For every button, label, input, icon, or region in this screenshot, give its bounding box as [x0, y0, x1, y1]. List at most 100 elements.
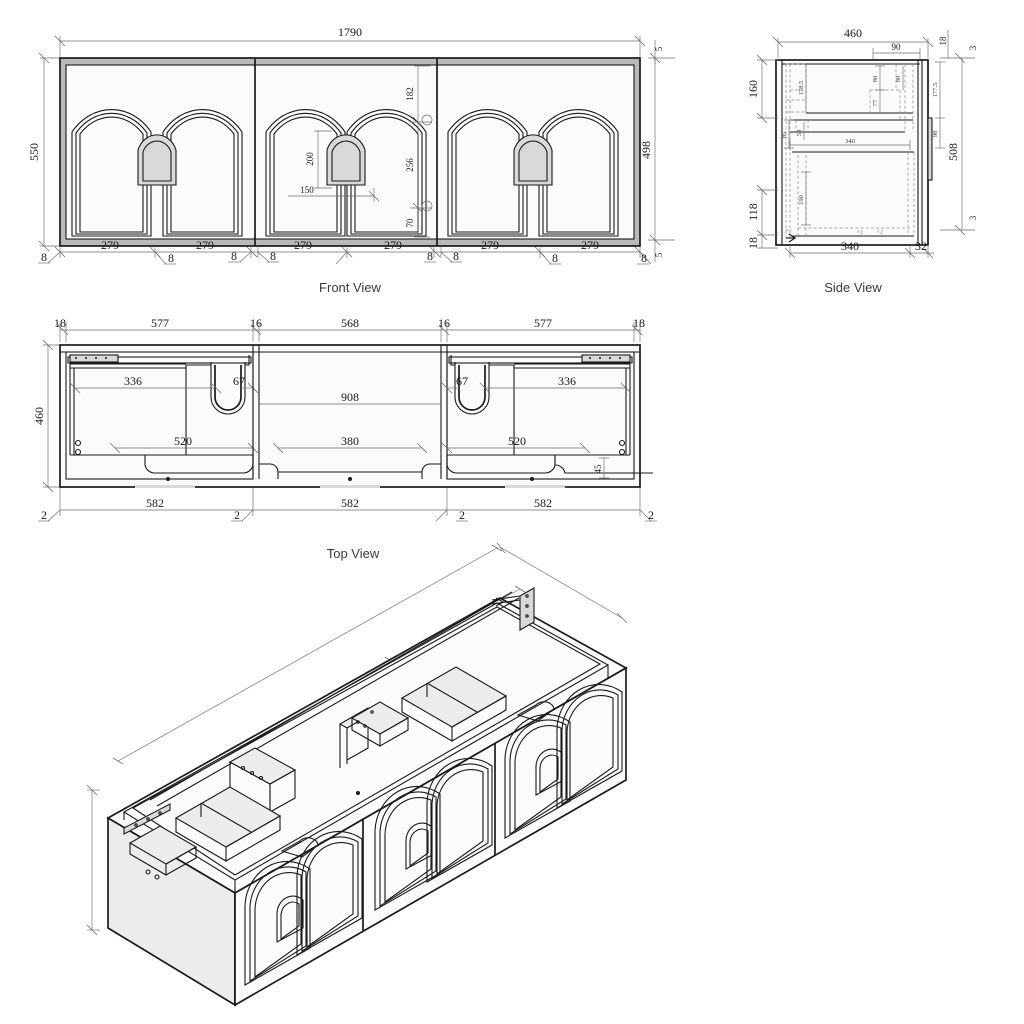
dim-front-width: 1790: [338, 25, 362, 39]
dim-top-end-panel-l: 18: [54, 316, 66, 330]
dim-side-lower-section: 118: [746, 203, 760, 221]
dim-arch-mid: 256: [405, 158, 415, 172]
top-view-label: Top View: [327, 546, 380, 561]
dim-side-85: 85: [781, 132, 788, 139]
dim-side-bottom-reveal: 3: [968, 215, 978, 220]
front-view-label: Front View: [319, 280, 382, 295]
dim-top-center-module: 568: [341, 316, 359, 330]
front-dim-overall-height: 550: [27, 52, 62, 252]
top-bracket-left: [70, 355, 118, 362]
side-interior-hidden: [785, 63, 915, 243]
front-dim-arch-chain: 182 256 70: [405, 65, 433, 238]
dim-front-inner-height: 498: [639, 141, 653, 159]
dim-top-side-module-l: 577: [151, 316, 169, 330]
iso-doors: [244, 683, 623, 986]
iso-door-4[interactable]: [426, 757, 493, 883]
dim-top-drawer-right: 520: [508, 434, 526, 448]
front-doors: [71, 109, 619, 237]
front-dim-right-chain: 5 498 5: [639, 40, 675, 262]
dim-door-w-3: 279: [294, 238, 312, 252]
dim-gap-7: 8: [552, 251, 558, 265]
dim-arch-top: 182: [405, 87, 415, 101]
dim-top-end-panel-r: 18: [633, 316, 645, 330]
side-view: 460 90: [746, 26, 978, 295]
top-dim-modules: 18 577 16 568 16 577 18: [54, 316, 645, 342]
dim-top-bottom-2: 582: [341, 496, 359, 510]
dim-top-center-clear: 908: [341, 390, 359, 404]
front-door-2[interactable]: [162, 109, 243, 237]
iso-handle-2[interactable]: [405, 822, 433, 870]
isometric-view: [86, 542, 628, 1007]
top-module-center: 908 380: [252, 345, 448, 488]
dim-top-divider-l: 16: [250, 316, 262, 330]
dim-side-80a: 80: [872, 76, 879, 83]
side-dim-bottom: 340 32: [784, 239, 934, 259]
dim-gap-8: 8: [641, 251, 647, 265]
dim-side-98: 98: [932, 131, 939, 138]
front-door-5[interactable]: [447, 109, 528, 237]
dim-front-height: 550: [27, 143, 41, 161]
dim-gap-1: 8: [41, 250, 47, 264]
front-handle-2[interactable]: [326, 134, 366, 186]
dim-top-side-module-r2: 577: [534, 316, 552, 330]
dim-handle-height: 200: [305, 152, 315, 166]
iso-handle-3[interactable]: [535, 748, 563, 796]
dim-door-w-2: 279: [196, 238, 214, 252]
side-internal-dims: 178.5 80 80 77 85 58 340 190: [781, 64, 911, 226]
front-door-6[interactable]: [538, 109, 619, 237]
iso-handle-1[interactable]: [276, 895, 304, 943]
iso-door-2[interactable]: [296, 830, 363, 956]
iso-dim-height: [86, 784, 100, 936]
iso-door-3[interactable]: [374, 785, 441, 911]
front-handle-3[interactable]: [513, 134, 553, 186]
dim-top-depth: 460: [32, 407, 46, 425]
top-bracket-right: [582, 355, 630, 362]
dim-side-77: 77: [872, 99, 879, 106]
dim-top-drawer-left: 520: [174, 434, 192, 448]
dim-side-340-inner: 340: [845, 138, 855, 145]
side-dim-right-chain: 18 3 508 3 177.5 98: [932, 30, 978, 236]
dim-gap-2: 8: [168, 251, 174, 265]
dim-top-bottom-1: 582: [146, 496, 164, 510]
dim-top-notch-left: 67: [233, 374, 245, 388]
dim-gap-5: 8: [427, 249, 433, 263]
front-view: 1790 550: [27, 25, 675, 295]
dim-door-w-5: 279: [481, 238, 499, 252]
side-dim-depth: 460: [772, 26, 934, 58]
front-door-1[interactable]: [71, 109, 152, 237]
dim-door-w-4: 279: [384, 238, 402, 252]
top-view: 18 577 16 568 16 577 18 460: [32, 316, 657, 561]
dim-front-bottom-gap: 5: [654, 252, 664, 257]
dim-top-inner-right: 336: [558, 374, 576, 388]
front-door-4[interactable]: [346, 109, 427, 237]
front-dim-handle: 200 150: [288, 130, 380, 202]
dim-side-58: 58: [796, 130, 803, 137]
dim-side-190: 190: [798, 195, 805, 205]
dim-side-top-section: 160: [746, 80, 760, 98]
dim-top-mark-3: 2: [459, 508, 465, 522]
dim-handle-offset: 150: [300, 185, 314, 195]
dim-top-center-front: 380: [341, 434, 359, 448]
iso-door-1[interactable]: [244, 860, 311, 986]
dim-door-w-6: 279: [581, 238, 599, 252]
side-view-label: Side View: [824, 280, 882, 295]
side-dim-left-chain: 160 118 18: [746, 54, 778, 249]
dim-side-top-cap: 18: [938, 36, 948, 46]
iso-dim-width: [112, 544, 503, 765]
dim-top-mark-4: 2: [648, 508, 654, 522]
dim-top-divider-r: 16: [438, 316, 450, 330]
dim-top-toe: 45: [593, 464, 603, 474]
dim-side-80b: 80: [895, 76, 902, 83]
iso-door-5[interactable]: [504, 713, 571, 839]
side-dim-notch: 90: [872, 42, 921, 60]
dim-gap-4: 8: [270, 249, 276, 263]
dim-side-notch: 90: [892, 42, 902, 52]
dim-side-depth: 460: [844, 26, 862, 40]
iso-door-6[interactable]: [556, 683, 623, 809]
dim-top-mark-2: 2: [234, 508, 240, 522]
dim-top-notch-right: 67: [456, 374, 468, 388]
front-handle-1[interactable]: [137, 134, 177, 186]
front-door-3[interactable]: [265, 109, 346, 237]
dim-top-bottom-3: 582: [534, 496, 552, 510]
